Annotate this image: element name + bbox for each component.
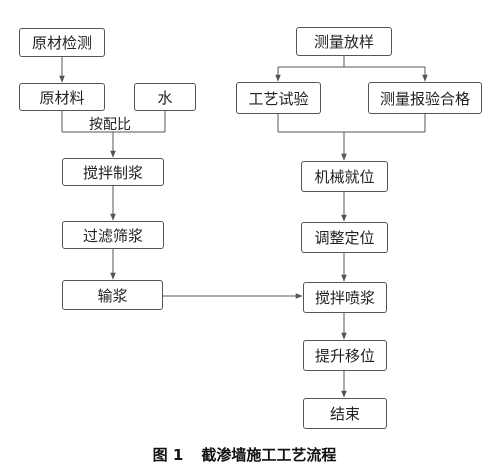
node-mixing-slurry: 搅拌制浆	[62, 158, 164, 186]
node-transport-slurry: 输浆	[62, 280, 163, 310]
node-raw-material: 原材料	[19, 83, 105, 111]
node-lift-and-move: 提升移位	[303, 340, 387, 371]
node-survey-layout: 测量放样	[296, 27, 392, 56]
node-end: 结束	[303, 398, 387, 429]
node-process-test: 工艺试验	[236, 82, 321, 114]
node-water: 水	[134, 83, 196, 111]
figure-title: 截渗墙施工工艺流程	[201, 446, 337, 464]
node-survey-approved: 测量报验合格	[368, 82, 482, 114]
label-by-mix-ratio: 按配比	[89, 117, 131, 133]
node-mix-and-spray: 搅拌喷浆	[303, 282, 387, 313]
figure-number: 图 1	[152, 446, 184, 464]
node-raw-material-inspection: 原材检测	[19, 28, 105, 57]
node-machine-in-place: 机械就位	[301, 161, 388, 192]
node-adjust-position: 调整定位	[301, 222, 388, 253]
figure-caption: 图 1 截渗墙施工工艺流程	[0, 444, 489, 465]
node-filter-slurry: 过滤筛浆	[62, 221, 164, 249]
